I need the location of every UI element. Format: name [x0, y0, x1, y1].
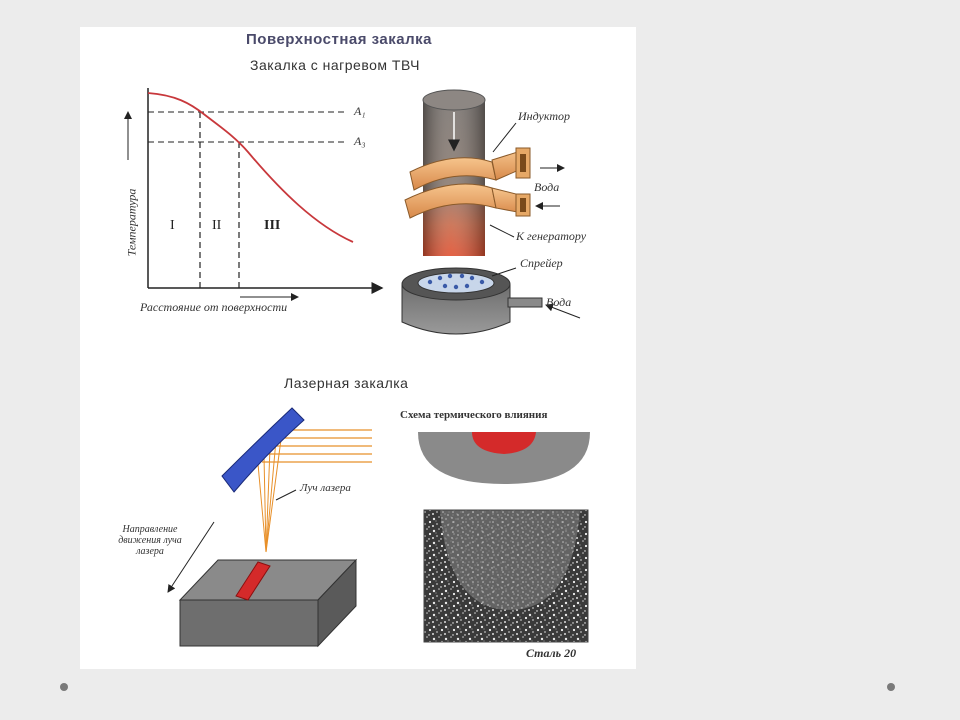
zone-label-3: III: [264, 218, 281, 233]
level-a3-label: A₃: [354, 134, 366, 148]
induction-subtitle: Закалка с нагревом ТВЧ: [250, 57, 420, 73]
heat-affected-zone: [472, 432, 536, 454]
focusing-mirror: [221, 407, 305, 493]
temperature-chart: [124, 88, 384, 301]
laser-setup: [167, 407, 372, 648]
water-out-label: Вода: [534, 180, 560, 194]
slide-title: Поверхностная закалка: [246, 31, 432, 48]
inductor-label: Индуктор: [518, 109, 570, 123]
generator-label: К генератору: [516, 229, 587, 243]
heat-influence-scheme: [418, 432, 590, 484]
chart-ylabel: Температура: [124, 188, 139, 257]
zone-label-1: I: [170, 218, 175, 233]
level-a1-label: A₁: [354, 104, 366, 118]
water-in-label: Вода: [546, 295, 572, 309]
sprayer-label: Спрейер: [520, 256, 563, 270]
sprayer: [401, 267, 543, 335]
induction-apparatus: [401, 89, 581, 335]
zone-label-2: II: [212, 218, 222, 233]
temperature-curve: [147, 92, 354, 243]
chart-xlabel: Расстояние от поверхности: [140, 300, 288, 314]
inductor-coil: [404, 147, 531, 219]
laser-beam-label: Луч лазера: [300, 482, 351, 494]
nav-dot-left[interactable]: [60, 683, 68, 691]
nav-dot-right[interactable]: [887, 683, 895, 691]
hardened-track: [235, 561, 271, 601]
direction-label: Направление движения луча лазера: [118, 524, 182, 557]
laser-subtitle: Лазерная закалка: [284, 375, 409, 391]
micrograph: [423, 509, 589, 643]
micrograph-caption: Сталь 20: [526, 646, 577, 660]
heat-scheme-title: Схема термического влияния: [400, 409, 548, 421]
